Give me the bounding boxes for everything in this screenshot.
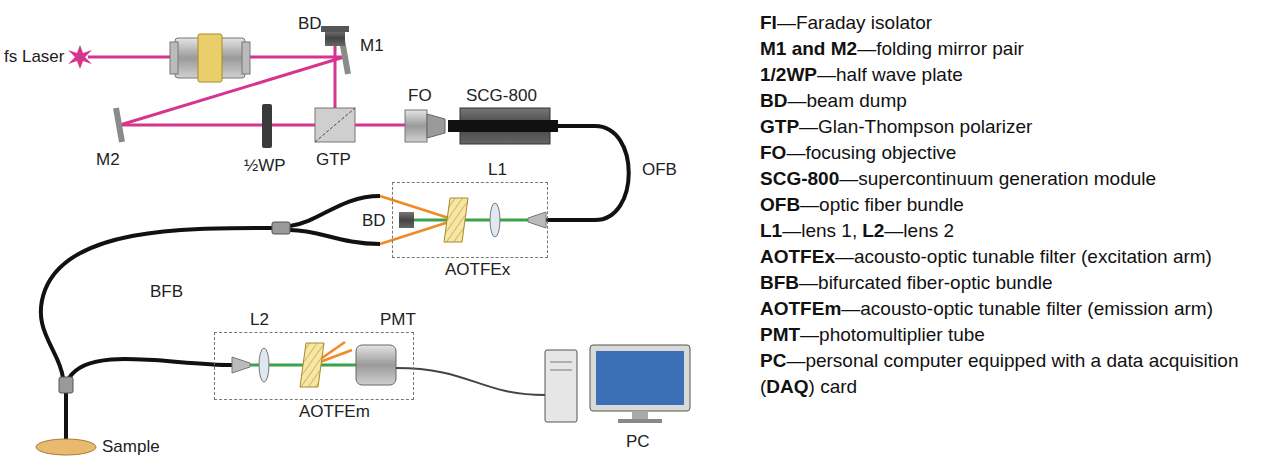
fiber-junction: [59, 377, 73, 393]
part-label: L2: [250, 310, 269, 330]
abbreviation-entry: AOTFEx—acousto-optic tunable filter (exc…: [760, 244, 1254, 270]
photomultiplier-tube: [356, 345, 396, 385]
abbreviation-entry: GTP—Glan-Thompson polarizer: [760, 114, 1254, 140]
abbreviation: L2: [862, 220, 884, 241]
abbreviation: AOTFEx: [760, 246, 835, 267]
definition: —supercontinuum generation module: [839, 168, 1156, 189]
dashed-enclosure: AOTFEx: [392, 182, 548, 258]
computer: [545, 345, 690, 423]
definition: —beam dump: [787, 90, 906, 111]
beam-dump: [399, 212, 414, 228]
definition: —folding mirror pair: [857, 38, 1024, 59]
abbreviation-entry: AOTFEm—acousto-optic tunable filter (emi…: [760, 296, 1254, 322]
lens: [490, 203, 500, 237]
part-label: L1: [488, 160, 507, 180]
enclosure-heading: AOTFEm: [299, 402, 370, 422]
definition: —optic fiber bundle: [800, 194, 964, 215]
abbreviation-entry: FI—Faraday isolator: [760, 10, 1254, 36]
abbreviation: GTP: [760, 116, 799, 137]
abbreviation-entry: SCG-800—supercontinuum generation module: [760, 166, 1254, 192]
glan-thompson-polarizer: [315, 108, 355, 142]
part-label: M2: [96, 150, 120, 170]
abbreviation: BFB: [760, 272, 799, 293]
definition: —lens 1,: [782, 220, 857, 241]
fiber-junction: [272, 222, 290, 234]
beam-dump: [321, 26, 349, 46]
part-label: GTP: [316, 150, 351, 170]
abbreviation-entry: 1/2WP—half wave plate: [760, 62, 1254, 88]
abbreviation-entry: OFB—optic fiber bundle: [760, 192, 1254, 218]
faraday-isolator: [170, 34, 250, 82]
abbreviation: AOTFEm: [760, 298, 841, 319]
part-label: OFB: [642, 160, 677, 180]
definition: —focusing objective: [786, 142, 956, 163]
enclosure-heading: AOTFEx: [445, 260, 510, 280]
abbreviation: DAQ: [766, 376, 808, 397]
fiber-tip: [232, 357, 250, 373]
abbreviation-entry: PMT—photomultiplier tube: [760, 322, 1254, 348]
part-label: SCG-800: [466, 86, 537, 106]
fiber-tip: [528, 212, 546, 228]
lens: [259, 348, 269, 382]
part-label: Sample: [102, 437, 160, 457]
abbreviation: BD: [760, 90, 787, 111]
abbreviation-entry: M1 and M2—folding mirror pair: [760, 36, 1254, 62]
mirror: [116, 108, 122, 142]
aotf-crystal: [300, 343, 324, 387]
signal-cable: [396, 368, 545, 395]
definition: —acousto-optic tunable filter (excitatio…: [835, 246, 1212, 267]
laser-source: [68, 45, 92, 69]
part-label: BD: [298, 14, 322, 34]
definition: —acousto-optic tunable filter (emission …: [841, 298, 1213, 319]
aotf-crystal: [444, 198, 468, 242]
abbreviation: OFB: [760, 194, 800, 215]
definition: ) card: [809, 376, 858, 397]
definition: —bifurcated fiber-optic bundle: [799, 272, 1052, 293]
part-label: ½WP: [244, 156, 286, 176]
abbreviation-entry: L1—lens 1,L2—lens 2: [760, 218, 1254, 244]
dashed-enclosure: AOTFEm: [214, 332, 414, 400]
supercontinuum-module: [448, 108, 558, 144]
part-label: PC: [626, 432, 650, 452]
part-label: BD: [362, 211, 386, 231]
definition: —Glan-Thompson polarizer: [799, 116, 1032, 137]
optic-fiber: [546, 126, 629, 220]
abbreviation: SCG-800: [760, 168, 839, 189]
abbreviation-entry: PC—personal computer equipped with a dat…: [760, 348, 1254, 400]
sample: [36, 439, 96, 455]
abbreviation: L1: [760, 220, 782, 241]
half-wave-plate: [262, 104, 272, 148]
abbreviation-entry: FO—focusing objective: [760, 140, 1254, 166]
definition: —photomultiplier tube: [800, 324, 985, 345]
abbreviation-entry: BFB—bifurcated fiber-optic bundle: [760, 270, 1254, 296]
definition: —Faraday isolator: [777, 12, 932, 33]
abbreviation: 1/2WP: [760, 64, 817, 85]
abbreviation: PMT: [760, 324, 800, 345]
part-label: BFB: [150, 282, 183, 302]
abbreviation: FO: [760, 142, 786, 163]
part-label: PMT: [380, 310, 416, 330]
focusing-objective: [405, 110, 445, 142]
abbreviation: M1 and M2: [760, 38, 857, 59]
abbreviation: PC: [760, 350, 786, 371]
part-label: M1: [360, 36, 384, 56]
abbreviation: FI: [760, 12, 777, 33]
abbreviation-entry: BD—beam dump: [760, 88, 1254, 114]
part-label: FO: [408, 86, 432, 106]
abbreviation-list: FI—Faraday isolatorM1 and M2—folding mir…: [760, 10, 1254, 400]
green-beam: [414, 219, 528, 222]
bifurcated-fiber: [41, 196, 380, 440]
definition: —lens 2: [884, 220, 954, 241]
part-label: fs Laser: [4, 47, 64, 67]
definition: —half wave plate: [817, 64, 963, 85]
